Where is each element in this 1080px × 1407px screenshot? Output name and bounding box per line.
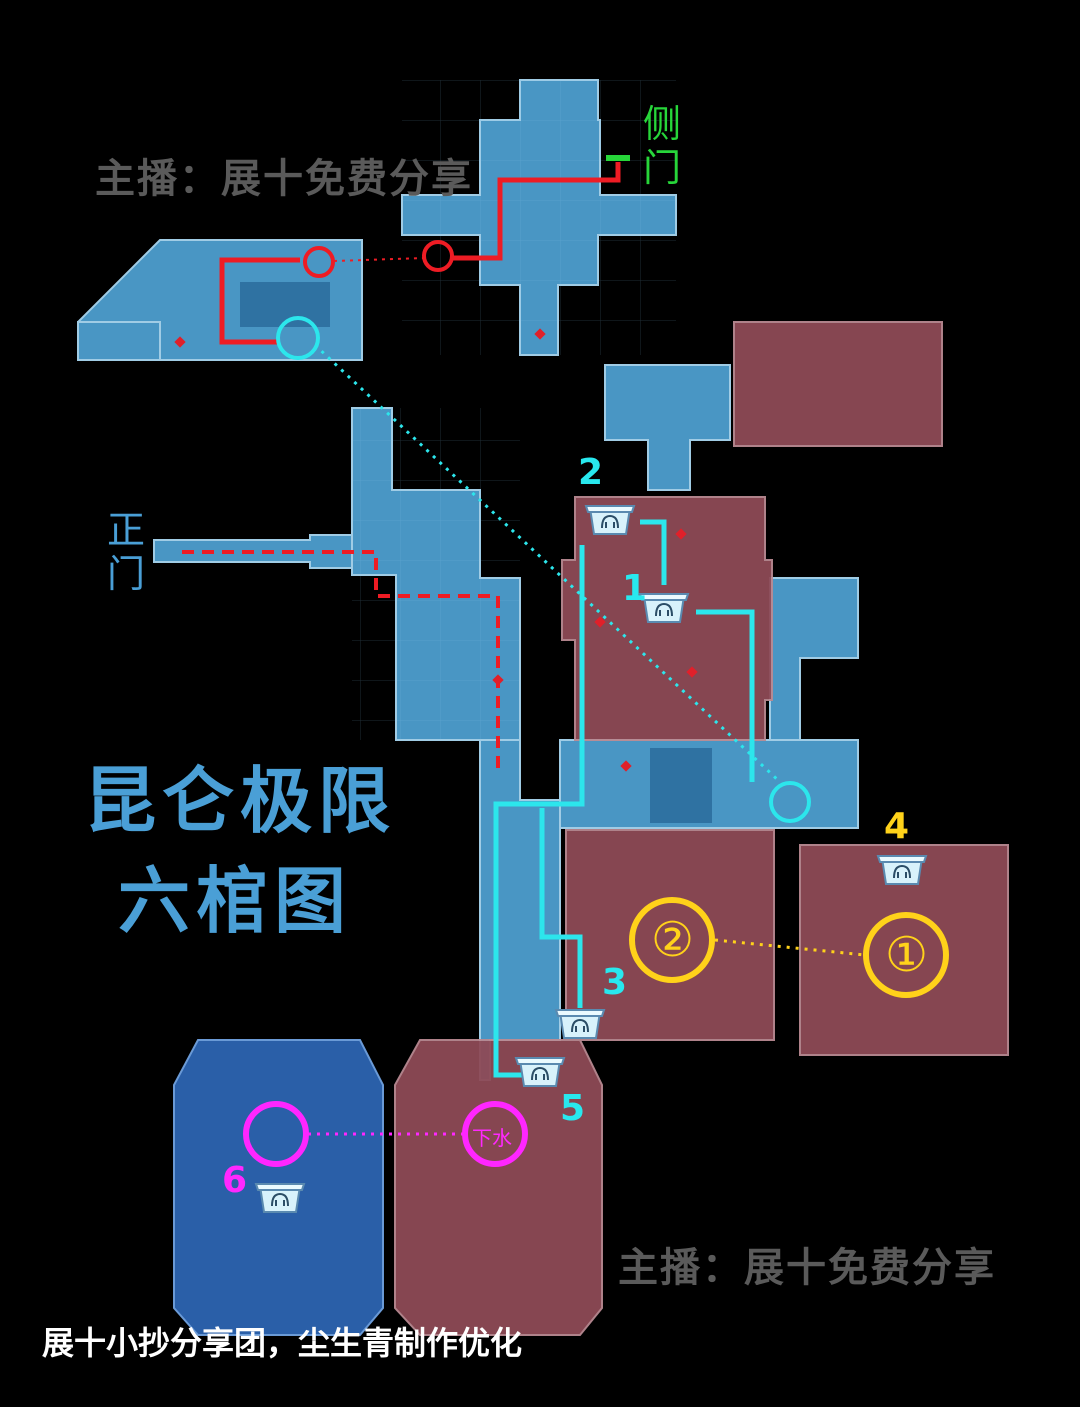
yellow-circle-2 xyxy=(629,897,715,983)
yellow-circle-label-2: ② xyxy=(651,912,695,968)
room-details xyxy=(240,282,712,823)
side-door-label: 侧门 xyxy=(642,102,681,190)
yellow-circle-1 xyxy=(863,912,949,998)
room-red-left-sq xyxy=(565,829,775,1041)
corridor-vertical xyxy=(479,739,561,1081)
credit-line: 展十小抄分享团，尘生青制作优化 xyxy=(42,1324,523,1362)
coffin-icon xyxy=(254,1183,306,1213)
watermark-bottom: 主播：展十免费分享 xyxy=(618,1245,996,1291)
magenta-circle-dive xyxy=(462,1101,528,1167)
coffin-number-5: 5 xyxy=(560,1088,586,1129)
magenta-circle-6 xyxy=(243,1101,309,1167)
room-right-upper xyxy=(769,577,859,741)
map-title-line1: 昆仑极限 xyxy=(84,759,397,843)
map-title-line2: 六棺图 xyxy=(118,859,353,943)
portal-circle-icon xyxy=(303,246,335,278)
coffin-number-2: 2 xyxy=(578,452,604,493)
room-red-bottom xyxy=(394,1039,603,1336)
red-rooms xyxy=(394,321,1009,1336)
coffins xyxy=(254,505,928,1213)
main-door-label: 正门 xyxy=(106,508,145,596)
coffin-icon xyxy=(554,1009,606,1039)
route-cyan-dotted xyxy=(313,343,782,784)
coffin-icon xyxy=(584,505,636,535)
coffin-number-1: 1 xyxy=(622,568,648,609)
coffin-icon xyxy=(514,1057,566,1087)
coffin-number-6: 6 xyxy=(222,1160,248,1201)
coffin-number-3: 3 xyxy=(602,962,628,1003)
portal-circle-icon xyxy=(422,240,454,272)
coffin-number-4: 4 xyxy=(884,806,910,847)
route-red-dashed xyxy=(182,550,500,770)
yellow-circle-label-1: ① xyxy=(885,927,929,983)
route-cyan xyxy=(493,519,755,1078)
portal-circle-icon xyxy=(769,781,811,823)
diamond-markers xyxy=(174,328,698,772)
portal-circles xyxy=(243,240,949,1167)
room-main-hall-grid xyxy=(352,408,520,740)
room-top-right xyxy=(604,364,731,491)
watermark-top: 主播：展十免费分享 xyxy=(95,156,473,202)
coffin-icon xyxy=(638,593,690,623)
route-red xyxy=(219,162,621,345)
room-red-top-right xyxy=(733,321,943,447)
coffin-icon xyxy=(876,855,928,885)
dive-label: 下水 xyxy=(472,1126,512,1150)
portal-circle-icon xyxy=(276,316,320,360)
room-top-cross-grid xyxy=(402,80,676,355)
